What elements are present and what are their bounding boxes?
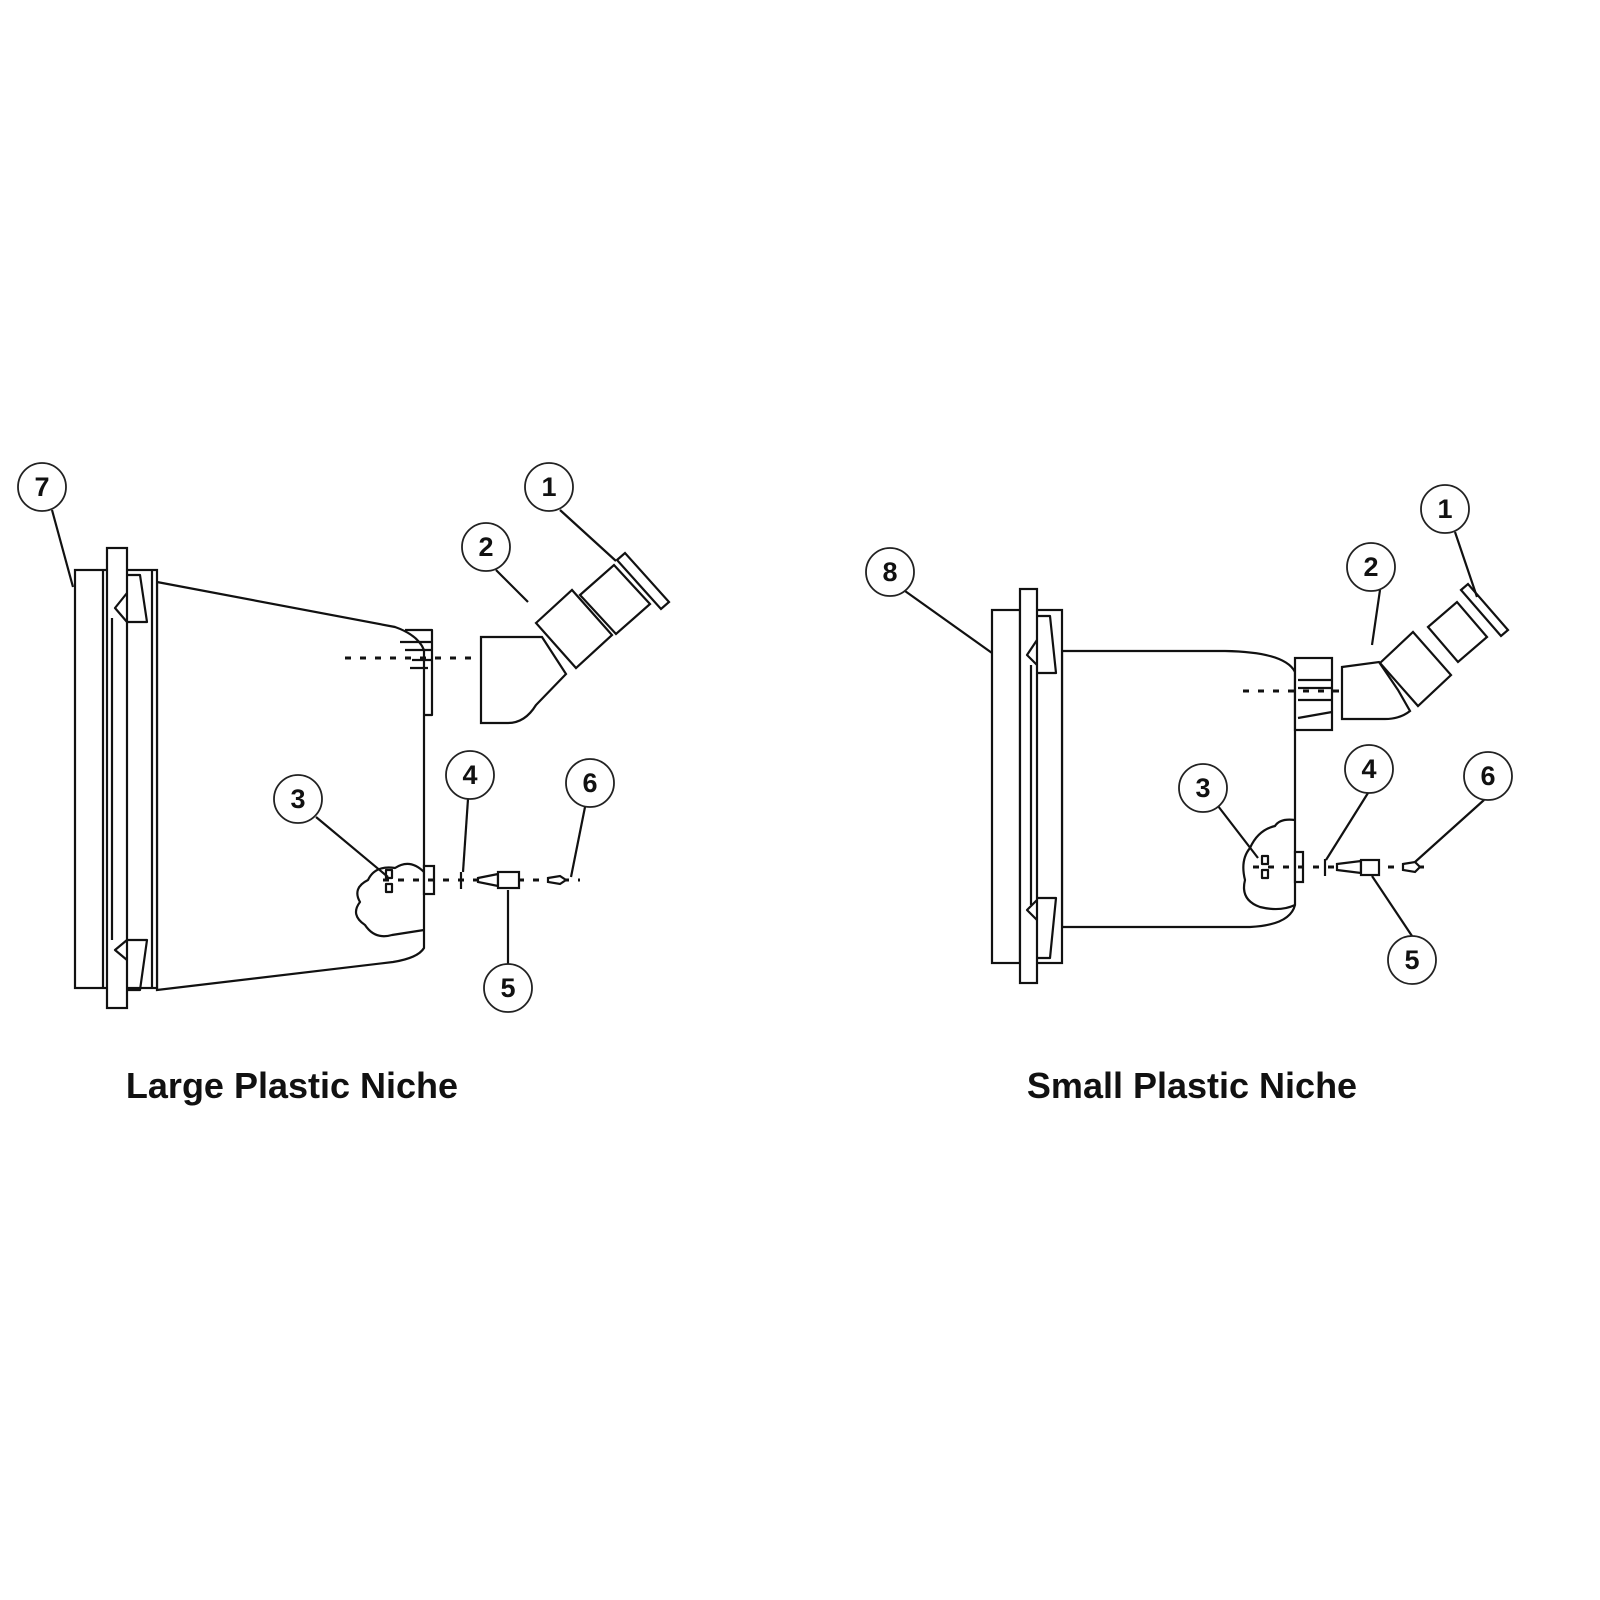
large-niche-drawing bbox=[73, 546, 671, 1010]
callout-2: 2 bbox=[461, 522, 511, 572]
callout-3: 3 bbox=[273, 774, 323, 824]
svg-text:5: 5 bbox=[500, 973, 515, 1003]
svg-text:1: 1 bbox=[1437, 494, 1452, 524]
svg-text:1: 1 bbox=[541, 472, 556, 502]
callout-1: 1 bbox=[1420, 484, 1470, 534]
small-niche-title: Small Plastic Niche bbox=[1027, 1065, 1357, 1106]
svg-text:4: 4 bbox=[1361, 754, 1376, 784]
callout-2: 2 bbox=[1346, 542, 1396, 592]
svg-text:7: 7 bbox=[34, 472, 49, 502]
callout-6: 6 bbox=[1463, 751, 1513, 801]
svg-text:6: 6 bbox=[582, 768, 597, 798]
callout-3: 3 bbox=[1178, 763, 1228, 813]
large-niche-callouts: 7 1 2 3 4 5 6 bbox=[17, 462, 615, 1013]
small-niche-drawing bbox=[990, 582, 1510, 985]
callout-8: 8 bbox=[865, 547, 915, 597]
svg-text:3: 3 bbox=[290, 784, 305, 814]
large-niche-title: Large Plastic Niche bbox=[126, 1065, 458, 1106]
svg-text:8: 8 bbox=[882, 557, 897, 587]
callout-1: 1 bbox=[524, 462, 574, 512]
callout-5: 5 bbox=[1387, 935, 1437, 985]
small-niche-leaders bbox=[904, 531, 1485, 937]
callout-5: 5 bbox=[483, 963, 533, 1013]
svg-text:2: 2 bbox=[1363, 552, 1378, 582]
callout-7: 7 bbox=[17, 462, 67, 512]
callout-4: 4 bbox=[445, 750, 495, 800]
svg-text:5: 5 bbox=[1404, 945, 1419, 975]
callout-6: 6 bbox=[565, 758, 615, 808]
svg-text:2: 2 bbox=[478, 532, 493, 562]
svg-text:4: 4 bbox=[462, 760, 477, 790]
svg-text:6: 6 bbox=[1480, 761, 1495, 791]
small-niche-callouts: 8 1 2 3 4 5 6 bbox=[865, 484, 1513, 985]
callout-4: 4 bbox=[1344, 744, 1394, 794]
svg-text:3: 3 bbox=[1195, 773, 1210, 803]
large-niche-leaders bbox=[50, 509, 617, 964]
